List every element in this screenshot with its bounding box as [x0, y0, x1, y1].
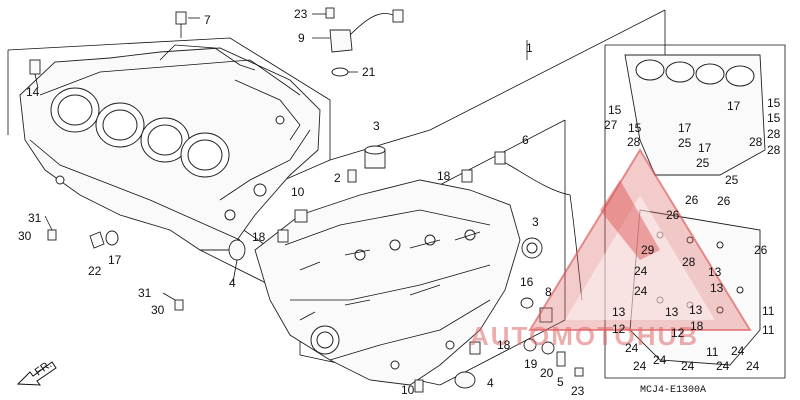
front-direction-arrow: FR.: [16, 358, 57, 386]
watermark-text: AUTOMOTOHUB: [470, 321, 699, 351]
callout-9: 9: [298, 31, 305, 45]
callout-13: 13: [665, 305, 679, 319]
callout-24: 24: [625, 341, 639, 355]
callout-3: 3: [373, 119, 380, 133]
callout-28: 28: [682, 255, 696, 269]
callout-15: 15: [767, 111, 781, 125]
callout-23: 23: [294, 7, 308, 21]
callout-12: 12: [612, 322, 626, 336]
callout-17: 17: [698, 141, 712, 155]
callout-26: 26: [666, 208, 680, 222]
callout-28: 28: [767, 143, 781, 157]
upper-crankcase: [19, 44, 321, 251]
callout-11: 11: [762, 323, 775, 337]
callout-3: 3: [532, 215, 539, 229]
callout-24: 24: [633, 359, 647, 373]
callout-18: 18: [497, 338, 511, 352]
callout-26: 26: [685, 193, 699, 207]
callout-28: 28: [627, 135, 641, 149]
callout-4: 4: [487, 376, 494, 390]
callout-15: 15: [628, 121, 642, 135]
callout-26: 26: [754, 243, 768, 257]
callout-25: 25: [725, 173, 739, 187]
callout-10: 10: [291, 185, 305, 199]
small-parts: [29, 7, 584, 393]
callout-17: 17: [727, 99, 741, 113]
callout-1: 1: [526, 41, 533, 55]
callout-24: 24: [716, 359, 730, 373]
callout-13: 13: [612, 305, 626, 319]
callout-24: 24: [681, 359, 695, 373]
callout-24: 24: [634, 284, 648, 298]
callout-17: 17: [678, 121, 692, 135]
callout-6: 6: [522, 133, 529, 147]
callout-13: 13: [689, 303, 703, 317]
callout-18: 18: [690, 319, 704, 333]
callout-11: 11: [762, 304, 775, 318]
callout-15: 15: [767, 96, 781, 110]
callout-30: 30: [151, 303, 165, 317]
callout-24: 24: [653, 353, 667, 367]
callout-27: 27: [604, 118, 618, 132]
callout-20: 20: [540, 366, 554, 380]
callout-16: 16: [520, 275, 534, 289]
callout-19: 19: [524, 357, 538, 371]
callout-28: 28: [749, 135, 763, 149]
callout-8: 8: [545, 285, 552, 299]
callout-13: 13: [710, 281, 724, 295]
callout-14: 14: [26, 85, 40, 99]
callout-26: 26: [717, 194, 731, 208]
callout-labels: 1 2 3 3 4 4 5 6 7 8 9 10 10 11 11 11 12 …: [18, 7, 781, 398]
callout-10: 10: [401, 383, 415, 397]
callout-24: 24: [731, 344, 745, 358]
callout-11: 11: [706, 345, 719, 359]
callout-24: 24: [634, 264, 648, 278]
diagram-code: MCJ4-E1300A: [640, 385, 706, 396]
callout-18: 18: [252, 230, 266, 244]
bolt-pattern-detail-box: [604, 44, 786, 379]
callout-21: 21: [362, 65, 376, 79]
callout-15: 15: [608, 103, 622, 117]
callout-30: 30: [18, 229, 32, 243]
watermark: AUTOMOTOHUB: [470, 148, 752, 351]
callout-31: 31: [28, 211, 42, 225]
callout-25: 25: [696, 156, 710, 170]
callout-22: 22: [88, 264, 102, 278]
callout-31: 31: [138, 286, 152, 300]
callout-18: 18: [437, 169, 451, 183]
leader-lines: [34, 13, 528, 301]
bolt-pattern-drawings: [624, 54, 766, 366]
callout-4: 4: [229, 276, 236, 290]
callout-25: 25: [678, 136, 692, 150]
callout-17: 17: [108, 253, 122, 267]
callout-2: 2: [334, 171, 341, 185]
callout-13: 13: [708, 265, 722, 279]
callout-12: 12: [671, 326, 685, 340]
callout-28: 28: [767, 127, 781, 141]
callout-7: 7: [204, 13, 211, 27]
callout-5: 5: [557, 375, 564, 389]
lower-crankcase: [254, 179, 521, 386]
callout-29: 29: [641, 243, 655, 257]
callout-23: 23: [571, 384, 585, 398]
callout-24: 24: [746, 359, 760, 373]
